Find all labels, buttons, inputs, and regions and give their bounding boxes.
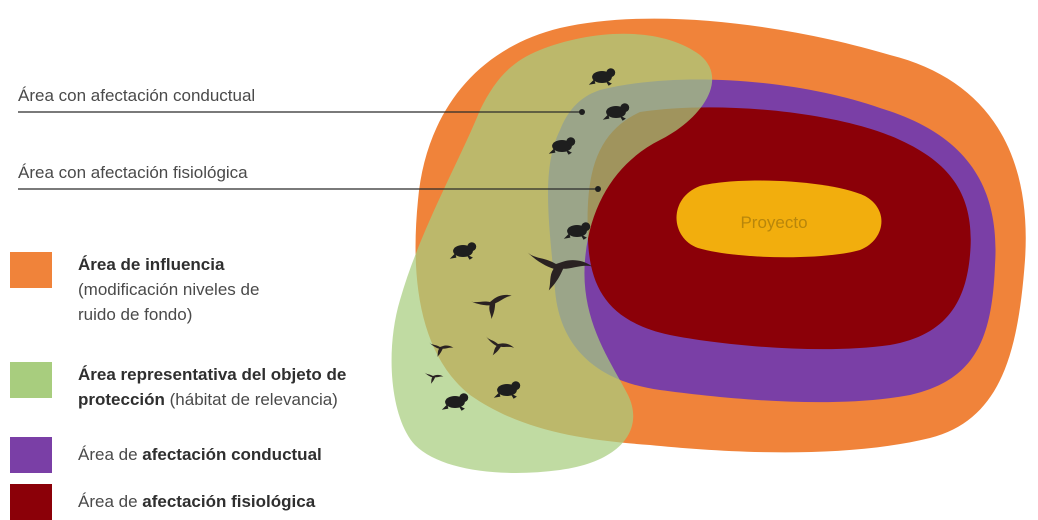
legend-detail: Área de bbox=[78, 492, 143, 511]
legend-item-influencia: Área de influencia (modificación niveles… bbox=[10, 252, 259, 327]
project-area-shape bbox=[676, 180, 882, 258]
callout-dot-conductual bbox=[579, 109, 585, 115]
callout-fisiologica: Área con afectación fisiológica bbox=[18, 163, 248, 182]
legend-detail: (modificación niveles de bbox=[78, 280, 260, 299]
callout-conductual: Área con afectación conductual bbox=[18, 86, 256, 105]
legend-bold: Área de influencia bbox=[78, 255, 225, 274]
legend-swatch-green bbox=[10, 362, 52, 398]
callout-dot-fisiologica bbox=[595, 186, 601, 192]
legend-swatch-purple bbox=[10, 437, 52, 473]
habitat-area-shape bbox=[391, 33, 713, 473]
legend-item-conductual: Área de afectación conductual bbox=[10, 437, 322, 473]
legend-swatch-darkred bbox=[10, 484, 52, 520]
legend-text-fisiologica: Área de afectación fisiológica bbox=[78, 484, 315, 514]
legend-detail: ruido de fondo) bbox=[78, 305, 193, 324]
project-label: Proyecto bbox=[740, 213, 807, 232]
legend-text-representativa: Área representativa del objeto de protec… bbox=[78, 362, 346, 412]
legend-bold: protección bbox=[78, 390, 165, 409]
legend-detail: (hábitat de relevancia) bbox=[164, 390, 338, 409]
legend-swatch-orange bbox=[10, 252, 52, 288]
legend-bold: Área representativa del objeto de bbox=[78, 365, 347, 384]
legend-detail: Área de bbox=[78, 445, 143, 464]
legend-item-representativa: Área representativa del objeto de protec… bbox=[10, 362, 346, 412]
legend-text-influencia: Área de influencia (modificación niveles… bbox=[78, 252, 259, 327]
legend-text-conductual: Área de afectación conductual bbox=[78, 437, 322, 467]
legend-bold: afectación fisiológica bbox=[142, 492, 316, 511]
legend-bold: afectación conductual bbox=[142, 445, 322, 464]
legend-item-fisiologica: Área de afectación fisiológica bbox=[10, 484, 315, 520]
